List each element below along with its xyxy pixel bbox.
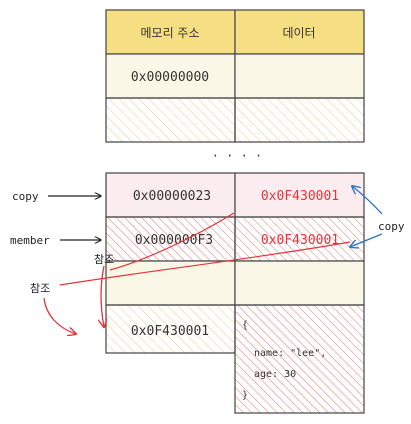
address-value: 0x000000F3 — [135, 233, 213, 248]
header-data-cell — [234, 9, 365, 55]
address-cell — [105, 53, 236, 99]
address-cell — [105, 260, 236, 306]
copy-arrow-lower — [350, 233, 383, 247]
reference-arrow-a — [101, 265, 104, 327]
address-value: 0x00000023 — [133, 189, 211, 204]
data-cell — [234, 260, 365, 306]
address-cell — [105, 97, 236, 143]
object-line: { — [242, 320, 248, 331]
ellipsis: · · · · — [212, 149, 263, 163]
address-cell — [105, 304, 236, 354]
header-address-cell — [105, 9, 236, 55]
reference-line-a — [109, 212, 235, 271]
bottom-table: 0x00000023 0x0F430001 0x000000F3 0x0F430… — [105, 172, 365, 414]
copy-variable-label: copy — [12, 190, 39, 203]
pointer-value: 0x0F430001 — [261, 233, 339, 248]
header-data-label: 데이터 — [282, 26, 315, 40]
pointer-value: 0x0F430001 — [261, 189, 339, 204]
reference-arrow-b — [43, 297, 76, 334]
object-line: name: "lee", — [254, 348, 326, 359]
reference-line-b — [59, 241, 351, 286]
reference-label-b: 참조 — [30, 282, 50, 295]
data-cell — [234, 53, 365, 99]
header-address-label: 메모리 주소 — [140, 26, 199, 40]
object-cell — [234, 304, 365, 414]
object-line: age: 30 — [254, 369, 296, 380]
copy-arrow-upper — [352, 186, 383, 215]
address-value: 0x00000000 — [131, 70, 209, 85]
copy-annotation-label: copy — [378, 220, 405, 233]
member-variable-label: member — [10, 234, 50, 247]
top-table: 메모리 주소 데이터 0x00000000 — [105, 9, 365, 143]
data-cell — [234, 97, 365, 143]
address-value: 0x0F430001 — [131, 324, 209, 339]
reference-label-a: 참조 — [94, 253, 114, 266]
object-line: } — [242, 390, 248, 401]
